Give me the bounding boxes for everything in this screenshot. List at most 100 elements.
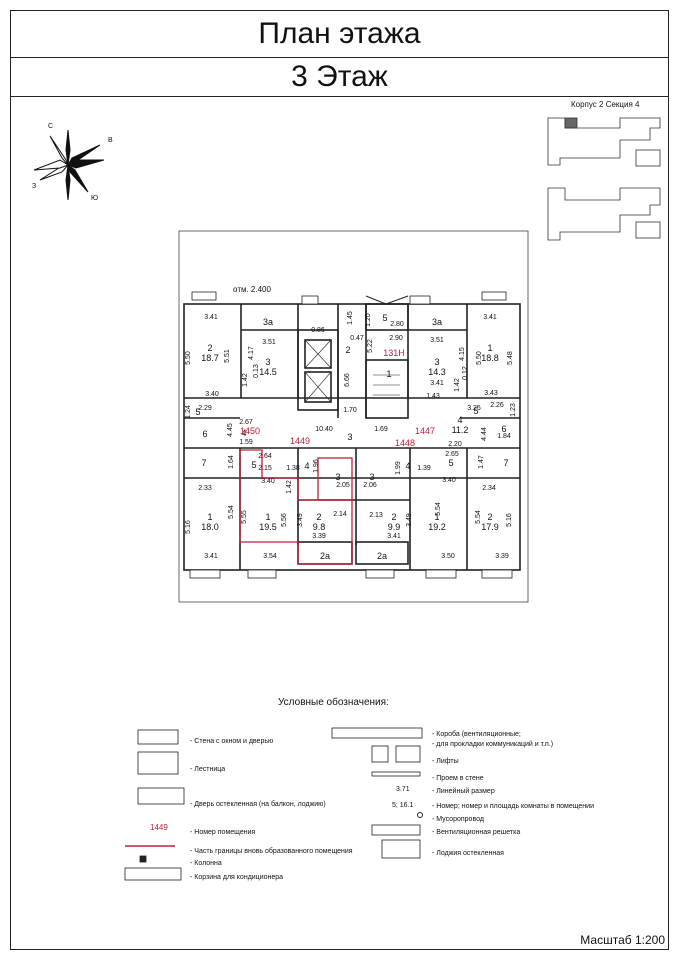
legend-door-icon bbox=[137, 787, 185, 805]
d-169: 1.69 bbox=[374, 426, 388, 433]
d-550-r: 5.50 bbox=[476, 351, 483, 365]
d-159: 1.59 bbox=[239, 439, 253, 446]
legend-title: Условные обозначения: bbox=[278, 697, 389, 708]
room-3-145-num: 3 bbox=[265, 357, 270, 367]
d-142-b: 1.42 bbox=[286, 480, 293, 494]
plan-sheet bbox=[178, 230, 529, 603]
room-1-180-num: 1 bbox=[207, 512, 212, 522]
room-7-r-num: 7 bbox=[503, 458, 508, 468]
d-551-l: 5.51 bbox=[224, 349, 231, 363]
room-3-143-num: 3 bbox=[434, 357, 439, 367]
d-349-l: 3.49 bbox=[297, 513, 304, 527]
legend-opening-icon bbox=[371, 771, 421, 777]
d-206: 2.06 bbox=[363, 482, 377, 489]
d-013-l: 0.13 bbox=[253, 364, 260, 378]
room-4-112-num: 4 bbox=[457, 415, 462, 425]
legend-item: - Лоджия остекленная bbox=[432, 850, 504, 857]
legend-item: - Корзина для кондиционера bbox=[190, 874, 284, 881]
d-205: 2.05 bbox=[336, 482, 350, 489]
d-343-r: 3.43 bbox=[484, 390, 498, 397]
room-1-195-num: 1 bbox=[265, 512, 270, 522]
d-340-b2: 3.40 bbox=[442, 477, 456, 484]
d-417-l: 4.17 bbox=[248, 346, 255, 360]
d-147: 1.47 bbox=[478, 455, 485, 469]
d-214: 2.14 bbox=[333, 511, 347, 518]
legend-loggia-icon bbox=[381, 839, 421, 859]
legend-sample-room: 5; 16.1 bbox=[392, 802, 414, 809]
d-012-r: 0.12 bbox=[462, 366, 469, 380]
room-3-corr-num: 3 bbox=[347, 432, 352, 442]
legend-wall-icon bbox=[137, 729, 179, 745]
d-226: 2.26 bbox=[490, 402, 504, 409]
room-2a-r-num: 2а bbox=[377, 551, 387, 561]
frame-left bbox=[10, 96, 11, 950]
legend-item: - Вентиляционная решетка bbox=[432, 829, 521, 836]
legend-elevator-icon bbox=[371, 745, 389, 763]
d-215: 2.15 bbox=[258, 465, 272, 472]
d-444: 4.44 bbox=[481, 427, 488, 441]
legend-item: - Мусоропровод bbox=[432, 816, 484, 823]
room-5-mr-num: 5 bbox=[448, 458, 453, 468]
room-2-187-area: 18.7 bbox=[201, 353, 219, 363]
room-4-ml-num: 4 bbox=[304, 461, 309, 471]
d-229: 2.29 bbox=[198, 405, 212, 412]
d-341-r: 3.41 bbox=[430, 380, 444, 387]
d-415-r: 4.15 bbox=[459, 347, 466, 361]
d-339-br: 3.39 bbox=[495, 553, 509, 560]
premise-1449: 1449 bbox=[290, 436, 310, 446]
room-4-l-num: 4 bbox=[241, 428, 246, 438]
d-086: 0.86 bbox=[311, 327, 325, 334]
legend-item: - Номер; номер и площадь комнаты в помещ… bbox=[432, 803, 594, 810]
frame-bottom bbox=[10, 949, 669, 950]
legend-item: - Колонна bbox=[190, 860, 222, 867]
window-marks bbox=[189, 291, 513, 579]
legend-ac-icon bbox=[124, 867, 182, 881]
keyplan bbox=[547, 117, 661, 241]
d-341-tr: 3.41 bbox=[483, 314, 497, 321]
legend-item: - Дверь остекленная (на балкон, лоджию) bbox=[190, 801, 326, 808]
floor-title: 3 Этаж bbox=[10, 57, 669, 97]
room-1-195-area: 19.5 bbox=[259, 522, 277, 532]
d-139: 1.39 bbox=[417, 465, 431, 472]
keyplan-label: Корпус 2 Секция 4 bbox=[571, 100, 640, 109]
d-516-l: 5.16 bbox=[185, 520, 192, 534]
compass-w: З bbox=[32, 183, 36, 190]
room-2-98-area: 9.8 bbox=[313, 522, 326, 532]
d-339-c: 3.39 bbox=[312, 533, 326, 540]
d-340-l: 3.40 bbox=[205, 391, 219, 398]
room-3-ml-num: 3 bbox=[335, 472, 340, 482]
elevation-label: отм. 2.400 bbox=[233, 285, 271, 294]
d-143: 1.43 bbox=[426, 393, 440, 400]
d-555: 5.55 bbox=[241, 510, 248, 524]
room-1-stair-num: 1 bbox=[386, 369, 391, 379]
legend-sample-dim: 3.71 bbox=[396, 786, 410, 793]
d-142-l: 1.42 bbox=[242, 373, 249, 387]
legend-chute-icon bbox=[417, 812, 423, 818]
d-548-r: 5.48 bbox=[507, 351, 514, 365]
d-123: 1.23 bbox=[510, 403, 517, 417]
d-554-l: 5.54 bbox=[228, 505, 235, 519]
room-3-145-area: 14.5 bbox=[259, 367, 277, 377]
legend-item: - Лифты bbox=[432, 758, 459, 765]
room-1-192-area: 19.2 bbox=[428, 522, 446, 532]
d-351-l: 3.51 bbox=[262, 339, 276, 346]
d-047: 0.47 bbox=[350, 335, 364, 342]
d-290: 2.90 bbox=[389, 335, 403, 342]
room-2-187-num: 2 bbox=[207, 343, 212, 353]
d-164: 1.64 bbox=[228, 455, 235, 469]
d-666: 6.66 bbox=[344, 373, 351, 387]
compass-n: С bbox=[48, 123, 53, 130]
legend-item: - Лестница bbox=[190, 766, 226, 773]
room-2-179-num: 2 bbox=[487, 512, 492, 522]
room-5-ml-num: 5 bbox=[251, 460, 256, 470]
premise-1448: 1448 bbox=[395, 438, 415, 448]
room-4-mr-num: 4 bbox=[405, 461, 410, 471]
d-280: 2.80 bbox=[390, 321, 404, 328]
frame-right bbox=[668, 96, 669, 950]
room-2a-l-num: 2а bbox=[320, 551, 330, 561]
premise-1447: 1447 bbox=[415, 426, 435, 436]
room-4-112-area: 11.2 bbox=[452, 425, 469, 435]
d-325: 3.25 bbox=[467, 405, 481, 412]
